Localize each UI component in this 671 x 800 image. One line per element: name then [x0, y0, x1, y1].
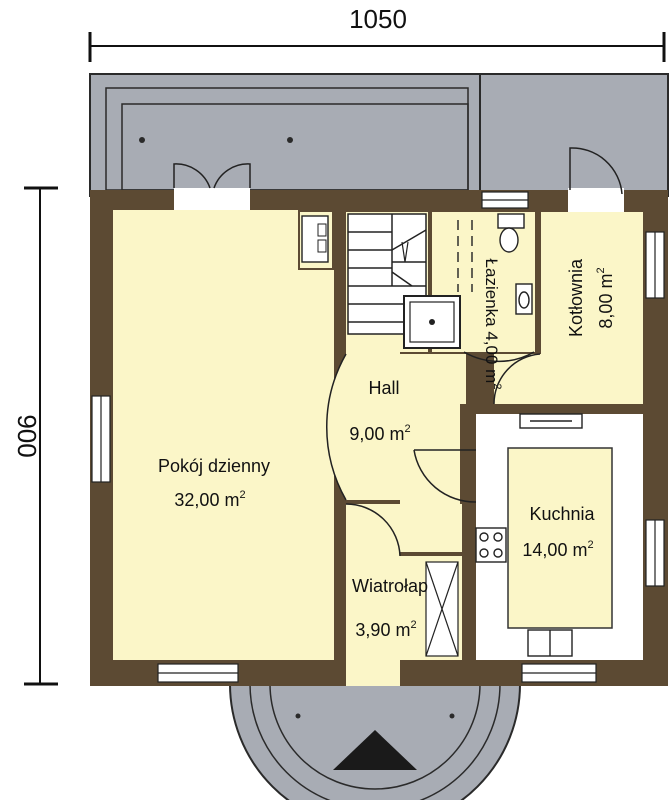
room-name-hall: Hall: [368, 378, 399, 398]
windows: [91, 191, 665, 683]
room-labels: Pokój dzienny 32,00 m2 Hall 9,00 m2 Kuch…: [158, 258, 616, 640]
room-floors: [113, 210, 643, 660]
entrance-arrow-icon: [333, 730, 417, 770]
interior-walls: [334, 212, 643, 660]
bathroom-fixtures: [457, 213, 533, 315]
terrace: [89, 73, 669, 197]
room-area-kotlownia: 8,00 m2: [595, 267, 616, 328]
room-area-wiatrolap: 3,90 m2: [355, 619, 416, 640]
width-dimension: 1050: [88, 4, 666, 62]
height-dimension-label: 900: [12, 414, 42, 457]
room-area-hall: 9,00 m2: [349, 423, 410, 444]
room-name-kotlownia: Kotłownia: [566, 258, 586, 337]
room-area-kuchnia: 14,00 m2: [522, 539, 593, 560]
height-dimension: 900: [12, 186, 58, 686]
staircase: [347, 213, 427, 335]
width-dimension-label: 1050: [349, 4, 407, 34]
room-label-lazienka: Łazienka 4,00 m2: [482, 259, 503, 390]
doors: [173, 147, 624, 686]
shower: [403, 295, 461, 349]
kitchen-fixtures: [475, 413, 583, 657]
utility-fixture: [301, 215, 329, 263]
room-area-pokoj: 32,00 m2: [174, 489, 245, 510]
room-name-pokoj: Pokój dzienny: [158, 456, 270, 476]
room-name-kuchnia: Kuchnia: [529, 504, 595, 524]
room-name-wiatrolap: Wiatrołap: [352, 576, 428, 596]
entrance-terrace: [228, 683, 522, 800]
